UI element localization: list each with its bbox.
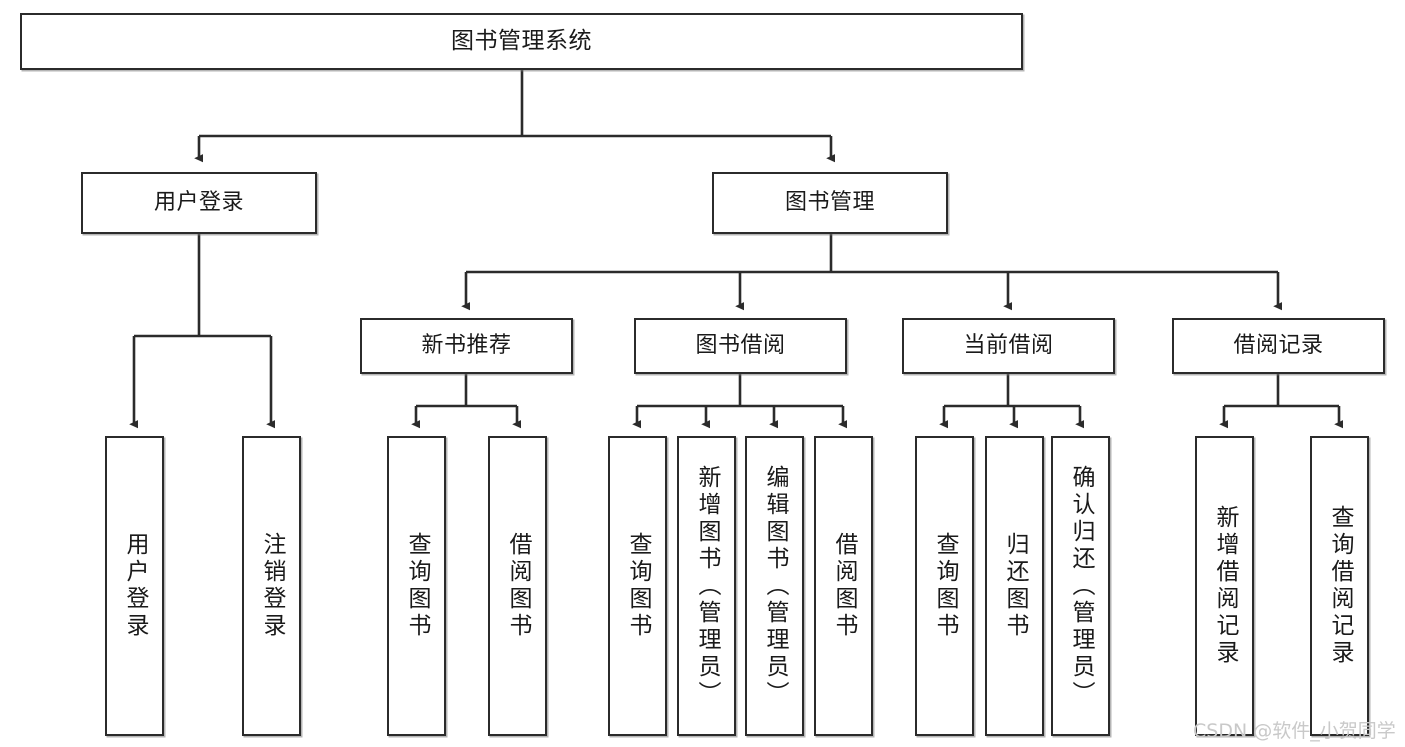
leaf-query-borrow-record[interactable]: 查询借阅记录 bbox=[1310, 436, 1369, 736]
node-label: 确认归还（管理员） bbox=[1068, 464, 1094, 708]
leaf-query-book-borrow[interactable]: 查询图书 bbox=[608, 436, 667, 736]
node-root-book-management-system[interactable]: 图书管理系统 bbox=[20, 13, 1023, 70]
node-label: 归还图书 bbox=[1002, 532, 1028, 640]
leaf-return-book[interactable]: 归还图书 bbox=[985, 436, 1044, 736]
node-user-login[interactable]: 用户登录 bbox=[81, 172, 317, 234]
node-label: 借阅图书 bbox=[831, 532, 857, 640]
node-label: 新书推荐 bbox=[421, 333, 512, 359]
node-label: 当前借阅 bbox=[963, 333, 1054, 359]
leaf-borrow-book-borrow[interactable]: 借阅图书 bbox=[814, 436, 873, 736]
leaf-add-book-admin[interactable]: 新增图书（管理员） bbox=[677, 436, 736, 736]
node-label: 借阅记录 bbox=[1233, 333, 1324, 359]
node-borrow-record[interactable]: 借阅记录 bbox=[1172, 318, 1385, 374]
node-label: 用户登录 bbox=[122, 532, 148, 640]
node-label: 编辑图书（管理员） bbox=[762, 464, 788, 708]
node-label: 图书管理系统 bbox=[451, 28, 592, 55]
node-label: 新增图书（管理员） bbox=[694, 464, 720, 708]
node-book-management[interactable]: 图书管理 bbox=[712, 172, 948, 234]
node-label: 图书管理 bbox=[784, 190, 875, 216]
node-label: 查询借阅记录 bbox=[1327, 505, 1353, 667]
leaf-add-borrow-record[interactable]: 新增借阅记录 bbox=[1195, 436, 1254, 736]
node-label: 新增借阅记录 bbox=[1212, 505, 1238, 667]
leaf-query-book-current[interactable]: 查询图书 bbox=[915, 436, 974, 736]
leaf-borrow-book-recommend[interactable]: 借阅图书 bbox=[488, 436, 547, 736]
node-current-borrow[interactable]: 当前借阅 bbox=[902, 318, 1115, 374]
leaf-logout-login[interactable]: 注销登录 bbox=[242, 436, 301, 736]
node-label: 借阅图书 bbox=[505, 532, 531, 640]
node-label: 查询图书 bbox=[932, 532, 958, 640]
node-book-borrow[interactable]: 图书借阅 bbox=[634, 318, 847, 374]
node-new-book-recommend[interactable]: 新书推荐 bbox=[360, 318, 573, 374]
node-label: 查询图书 bbox=[404, 532, 430, 640]
leaf-user-login[interactable]: 用户登录 bbox=[105, 436, 164, 736]
leaf-confirm-return-admin[interactable]: 确认归还（管理员） bbox=[1051, 436, 1110, 736]
leaf-query-book-recommend[interactable]: 查询图书 bbox=[387, 436, 446, 736]
leaf-edit-book-admin[interactable]: 编辑图书（管理员） bbox=[745, 436, 804, 736]
node-label: 用户登录 bbox=[153, 190, 244, 216]
csdn-watermark: CSDN @软件_小贺同学 bbox=[1193, 720, 1396, 742]
node-label: 查询图书 bbox=[625, 532, 651, 640]
node-label: 注销登录 bbox=[259, 532, 285, 640]
node-label: 图书借阅 bbox=[695, 333, 786, 359]
